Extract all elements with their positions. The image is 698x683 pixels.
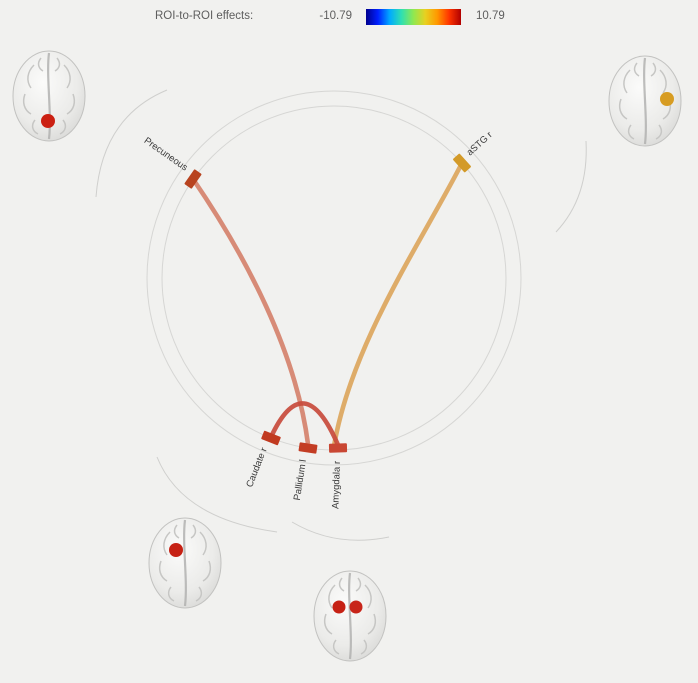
- bracket-top-left: [95, 89, 168, 198]
- roi-label-precuneous[interactable]: Precuneous: [142, 135, 190, 173]
- edge-precuneous-pallidum[interactable]: [191, 177, 311, 445]
- brain-glyph-bottom-left: [147, 516, 223, 610]
- roi-tick-astg-r[interactable]: [453, 153, 472, 173]
- roi-dot-amygdala-r: [349, 600, 363, 614]
- roi-dot-caudate-r: [169, 543, 183, 557]
- chart-title: ROI-to-ROI effects:: [155, 10, 254, 22]
- roi-label-astg-r[interactable]: aSTG r: [465, 130, 495, 159]
- roi-tick-caudate-r[interactable]: [261, 430, 281, 446]
- edge-caudate-amygdala[interactable]: [268, 401, 341, 446]
- connectome-ring-inner: [161, 105, 507, 451]
- roi-dot-astg-r: [660, 92, 674, 106]
- colorbar-min-label: -10.79: [319, 10, 352, 22]
- connectome-ring-outer: [146, 90, 522, 466]
- roi-label-pallidum-l[interactable]: Pallidum l: [292, 459, 309, 501]
- roi-tick-pallidum-l[interactable]: [298, 442, 318, 454]
- colorbar: [366, 9, 461, 25]
- roi-label-amygdala-r[interactable]: Amygdala r: [330, 461, 343, 509]
- roi-tick-amygdala-r[interactable]: [328, 443, 348, 453]
- bracket-right: [555, 140, 587, 233]
- edge-astg-amygdala[interactable]: [331, 161, 465, 447]
- roi-dot-precuneous: [41, 114, 55, 128]
- colorbar-max-label: 10.79: [476, 10, 505, 22]
- bracket-bottom-left: [156, 456, 278, 533]
- roi-tick-precuneous[interactable]: [184, 169, 202, 189]
- roi-label-caudate-r[interactable]: Caudate r: [244, 446, 270, 489]
- bracket-bottom-center: [291, 521, 390, 541]
- roi-dot-pallidum-l: [332, 600, 346, 614]
- brain-glyph-bottom-center: [312, 569, 388, 663]
